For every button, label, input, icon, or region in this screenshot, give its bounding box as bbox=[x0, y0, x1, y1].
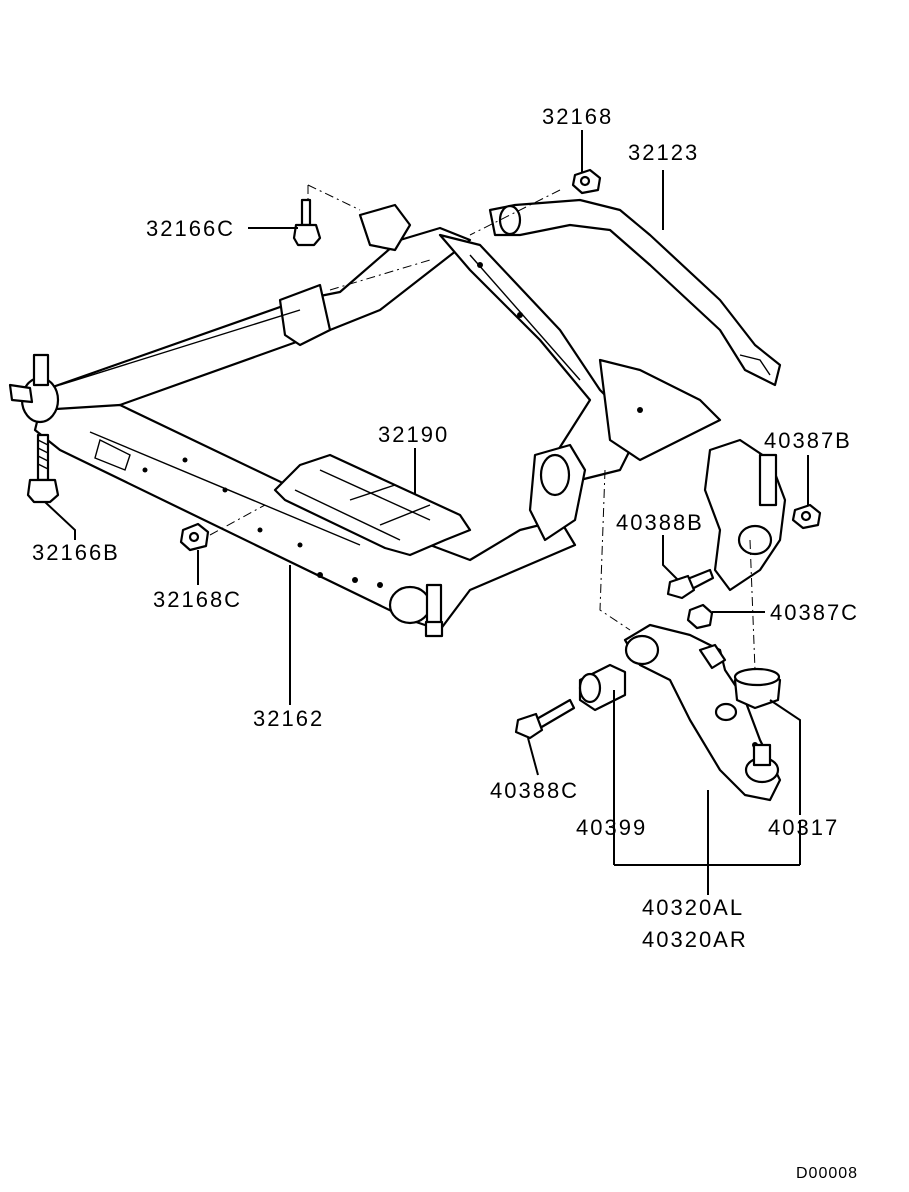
alignment-line-6 bbox=[599, 469, 631, 631]
bolt-32166C-upper bbox=[292, 198, 322, 247]
nut-32168 bbox=[571, 168, 602, 195]
bolt-32166B bbox=[26, 433, 60, 504]
label-32190: 32190 bbox=[378, 422, 449, 447]
alignment-line-7 bbox=[749, 539, 756, 671]
plate-32190 bbox=[273, 453, 472, 557]
leader-40388B bbox=[662, 535, 679, 581]
label-40320AR: 40320AR bbox=[642, 927, 748, 952]
alignment-line-5 bbox=[209, 504, 266, 536]
label-40388B: 40388B bbox=[616, 510, 704, 535]
ball-joint bbox=[744, 743, 780, 784]
nut-40387B bbox=[791, 503, 822, 530]
label-40320AL: 40320AL bbox=[642, 895, 744, 920]
alignment-line-3 bbox=[469, 189, 561, 236]
label-40317: 40317 bbox=[768, 815, 839, 840]
label-40387B: 40387B bbox=[764, 428, 852, 453]
label-32166C: 32166C bbox=[146, 216, 235, 241]
leader-32166B bbox=[44, 501, 76, 540]
leader-40388C bbox=[527, 737, 539, 776]
bushing-40317 bbox=[733, 667, 782, 710]
front-crossmember-32162 bbox=[8, 203, 722, 638]
bolt-40388B bbox=[666, 568, 715, 600]
leader-40317 bbox=[769, 699, 801, 815]
label-32168: 32168 bbox=[542, 104, 613, 129]
steering-knuckle bbox=[703, 438, 787, 592]
label-32123: 32123 bbox=[628, 140, 699, 165]
label-40388C: 40388C bbox=[490, 778, 579, 803]
leader-40320 bbox=[614, 790, 801, 895]
label-32162: 32162 bbox=[253, 706, 324, 731]
alignment-line-4 bbox=[329, 259, 431, 291]
nut-32168C bbox=[179, 522, 210, 552]
label-32166B: 32166B bbox=[32, 540, 120, 565]
label-32168C: 32168C bbox=[153, 587, 242, 612]
label-40387C: 40387C bbox=[770, 600, 859, 625]
nut-40387C bbox=[686, 603, 714, 630]
lower-arm-40320 bbox=[623, 623, 782, 802]
label-40399: 40399 bbox=[576, 815, 647, 840]
bolt-40388C bbox=[514, 698, 576, 740]
bracket-32123 bbox=[488, 198, 782, 387]
alignment-line-1 bbox=[307, 184, 361, 211]
diagram-code: D00008 bbox=[796, 1165, 858, 1182]
bushing-40399 bbox=[578, 663, 627, 712]
